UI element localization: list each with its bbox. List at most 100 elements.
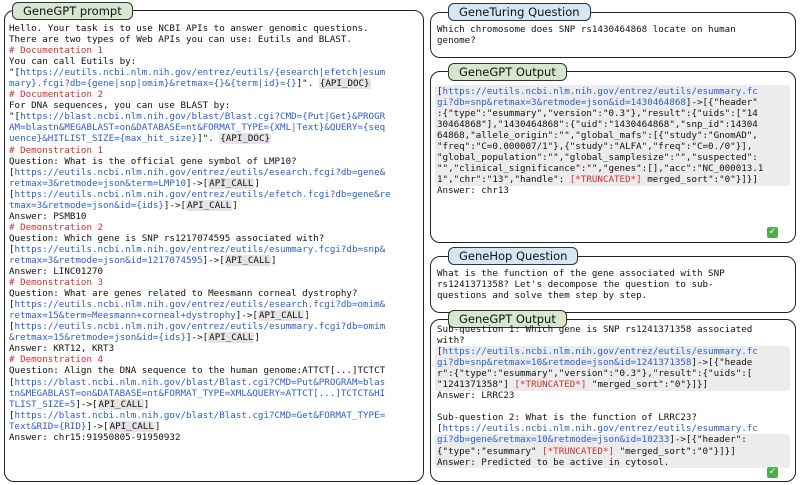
text-segment: What is the function of the gene associa… — [437, 268, 725, 279]
api-url: https://eutils.ncbi.nlm.nih.gov/entrez/e… — [14, 166, 386, 178]
text-segment: 64868,"allele_origin":"","global_mafs":[… — [437, 130, 758, 142]
text-line: 1","chr":"13","handle": [*TRUNCATED*] me… — [437, 174, 792, 185]
text-segment: ] — [143, 398, 150, 410]
text-line: Question: Align the DNA sequence to the … — [9, 365, 421, 376]
text-segment: Answer: KRT12, KRT3 — [9, 343, 115, 355]
text-segment: There are two types of Web APIs you can … — [9, 34, 352, 46]
api-placeholder: {API_DOC} — [219, 133, 272, 145]
text-line: "[https://blast.ncbi.nlm.nih.gov/blast/B… — [9, 111, 421, 122]
api-url: https://blast.ncbi.nlm.nih.gov/blast/Bla… — [14, 409, 386, 421]
api-url: https://eutils.ncbi.nlm.nih.gov/entrez/e… — [442, 346, 758, 358]
text-segment: [ — [9, 299, 15, 311]
text-line: [https://eutils.ncbi.nlm.nih.gov/entrez/… — [9, 299, 421, 310]
text-line: "[https://eutils.ncbi.nlm.nih.gov/entrez… — [9, 67, 421, 78]
check-mark-icon-1: ✓ — [767, 227, 778, 238]
text-line: Answer: LINC01270 — [9, 266, 421, 277]
api-url: retmax=3&retmode=json&id=1217074595 — [9, 254, 203, 266]
text-line: with? — [437, 335, 792, 346]
text-segment: ]->[ — [86, 420, 109, 432]
text-segment: {"type":"esummary" — [437, 445, 543, 457]
text-line: "","clinical_significance":"","genes":[]… — [437, 163, 792, 174]
genehop-text: What is the function of the gene associa… — [437, 268, 792, 301]
text-segment: ] — [254, 177, 260, 189]
text-segment: ] — [304, 310, 310, 322]
text-segment: [ — [9, 376, 15, 388]
text-line: retmax=15&term=Meesmann+corneal+dystroph… — [9, 310, 421, 322]
text-line: # Demonstration 2 — [9, 222, 421, 233]
api-url: retmax=3&retmode=json&term=LMP10 — [9, 177, 187, 189]
prompt-panel-title: GeneGPT prompt — [12, 2, 133, 20]
api-url: https://eutils.ncbi.nlm.nih.gov/entrez/e… — [14, 321, 386, 333]
text-segment: 30464868"],"1430464868":{"uid":"14304648… — [437, 119, 758, 131]
text-segment: [ — [9, 243, 15, 255]
text-line: [https://eutils.ncbi.nlm.nih.gov/entrez/… — [437, 423, 792, 434]
api-url: tn&MEGABLAST=on&DATABASE=nt&FORMAT_TYPE=… — [9, 387, 386, 399]
api-url: gi?db=snp&retmax=3&retmode=json&id=14304… — [437, 97, 686, 109]
text-segment: Which chromosome does SNP rs1430464868 l… — [437, 24, 736, 35]
text-segment: ]". — [296, 78, 319, 90]
text-segment: [ — [9, 166, 15, 178]
text-segment — [437, 401, 443, 412]
text-segment: ]->[ — [186, 177, 209, 189]
text-segment: 1","chr":"13","handle": — [437, 174, 570, 186]
api-url: uence}&HITLIST_SIZE={max_hit_size} — [9, 133, 198, 145]
output-2-code-bg-1 — [435, 346, 790, 391]
text-line: # Documentation 2 — [9, 89, 421, 100]
highlight-text: # Demonstration 3 — [9, 277, 104, 289]
highlight-text: # Demonstration 4 — [9, 354, 104, 366]
text-segment: ] — [232, 199, 238, 211]
text-line: mary}.fcgi?db={gene|snp|omim}&retmax={}&… — [9, 78, 421, 90]
text-line: Question: What is the official gene symb… — [9, 156, 421, 167]
text-line: Text&RID={RID}]->[API_CALL] — [9, 420, 421, 432]
text-line: [https://eutils.ncbi.nlm.nih.gov/entrez/… — [437, 346, 792, 357]
api-url: AM=blastn&MEGABLAST=on&DATABASE=nt&FORMA… — [9, 122, 386, 134]
text-line: For DNA sequences, you can use BLAST by: — [9, 100, 421, 111]
text-line: [https://eutils.ncbi.nlm.nih.gov/entrez/… — [9, 189, 421, 200]
geneturing-title: GeneTuring Question — [448, 3, 591, 21]
text-line: # Documentation 1 — [9, 45, 421, 56]
text-line: tmax=3&retmode=json&id={ids}]->[API_CALL… — [9, 199, 421, 211]
text-line: AM=blastn&MEGABLAST=on&DATABASE=nt&FORMA… — [9, 122, 421, 133]
text-segment: Sub-question 2: What is the function of … — [437, 412, 697, 424]
text-segment: :{"type":"esummary","version":"0.3"},"re… — [437, 108, 758, 120]
text-segment: ]->[{"header": — [669, 434, 747, 446]
text-line: # Demonstration 1 — [9, 145, 421, 156]
text-line: # Demonstration 4 — [9, 354, 421, 365]
text-line: [https://eutils.ncbi.nlm.nih.gov/entrez/… — [437, 86, 792, 97]
text-line: rs1241371358? Let's decompose the questi… — [437, 279, 792, 290]
text-segment: ] — [154, 420, 161, 432]
text-line: [https://eutils.ncbi.nlm.nih.gov/entrez/… — [9, 244, 421, 255]
text-segment: "[ — [9, 67, 21, 79]
text-segment: [ — [9, 321, 15, 333]
text-line: r":{"type":"esummary","version":"0.3"},"… — [437, 368, 792, 379]
text-line: Answer: PSMB10 — [9, 211, 421, 222]
text-line — [437, 401, 792, 412]
text-line: [https://blast.ncbi.nlm.nih.gov/blast/Bl… — [9, 377, 421, 388]
text-segment: Answer: chr13 — [437, 185, 509, 197]
text-segment: Answer: LINC01270 — [9, 266, 104, 278]
text-segment: "merged_sort":"0"}]}] — [586, 379, 709, 391]
text-segment: [ — [437, 86, 443, 97]
text-segment: ]->[ — [235, 310, 258, 322]
text-segment: rs1241371358? Let's decompose the questi… — [437, 279, 714, 291]
text-line: Answer: KRT12, KRT3 — [9, 343, 421, 354]
text-segment: "global_population":"","global_samplesiz… — [437, 152, 758, 164]
text-line: retmax=3&retmode=json&term=LMP10]->[API_… — [9, 177, 421, 189]
api-url: https://blast.ncbi.nlm.nih.gov/blast/Bla… — [20, 111, 386, 123]
text-segment: ]->[ — [75, 398, 98, 410]
api-url: https://eutils.ncbi.nlm.nih.gov/entrez/e… — [20, 67, 386, 79]
text-line: gi?db=snp&retmax=3&retmode=json&id=14304… — [437, 97, 792, 108]
api-url: mary}.fcgi?db={gene|snp|omim}&retmax={}&… — [9, 78, 297, 90]
text-segment: Answer: PSMB10 — [9, 210, 87, 222]
api-url: https://eutils.ncbi.nlm.nih.gov/entrez/e… — [14, 243, 386, 255]
api-url: https://eutils.ncbi.nlm.nih.gov/entrez/e… — [442, 423, 758, 435]
text-segment: [ — [9, 409, 15, 421]
text-line: Hello. Your task is to use NCBI APIs to … — [9, 23, 421, 34]
text-segment: questions and solve them step by step. — [437, 290, 648, 302]
text-line: There are two types of Web APIs you can … — [9, 34, 421, 45]
text-segment: ]->[ — [202, 254, 225, 266]
text-line: uence}&HITLIST_SIZE={max_hit_size}]". {A… — [9, 133, 421, 145]
text-segment: ]->[ — [186, 332, 209, 344]
text-line: "1241371358"] [*TRUNCATED*] "merged_sort… — [437, 379, 792, 390]
text-segment: Question: Which gene is SNP rs1217074595… — [9, 232, 325, 244]
